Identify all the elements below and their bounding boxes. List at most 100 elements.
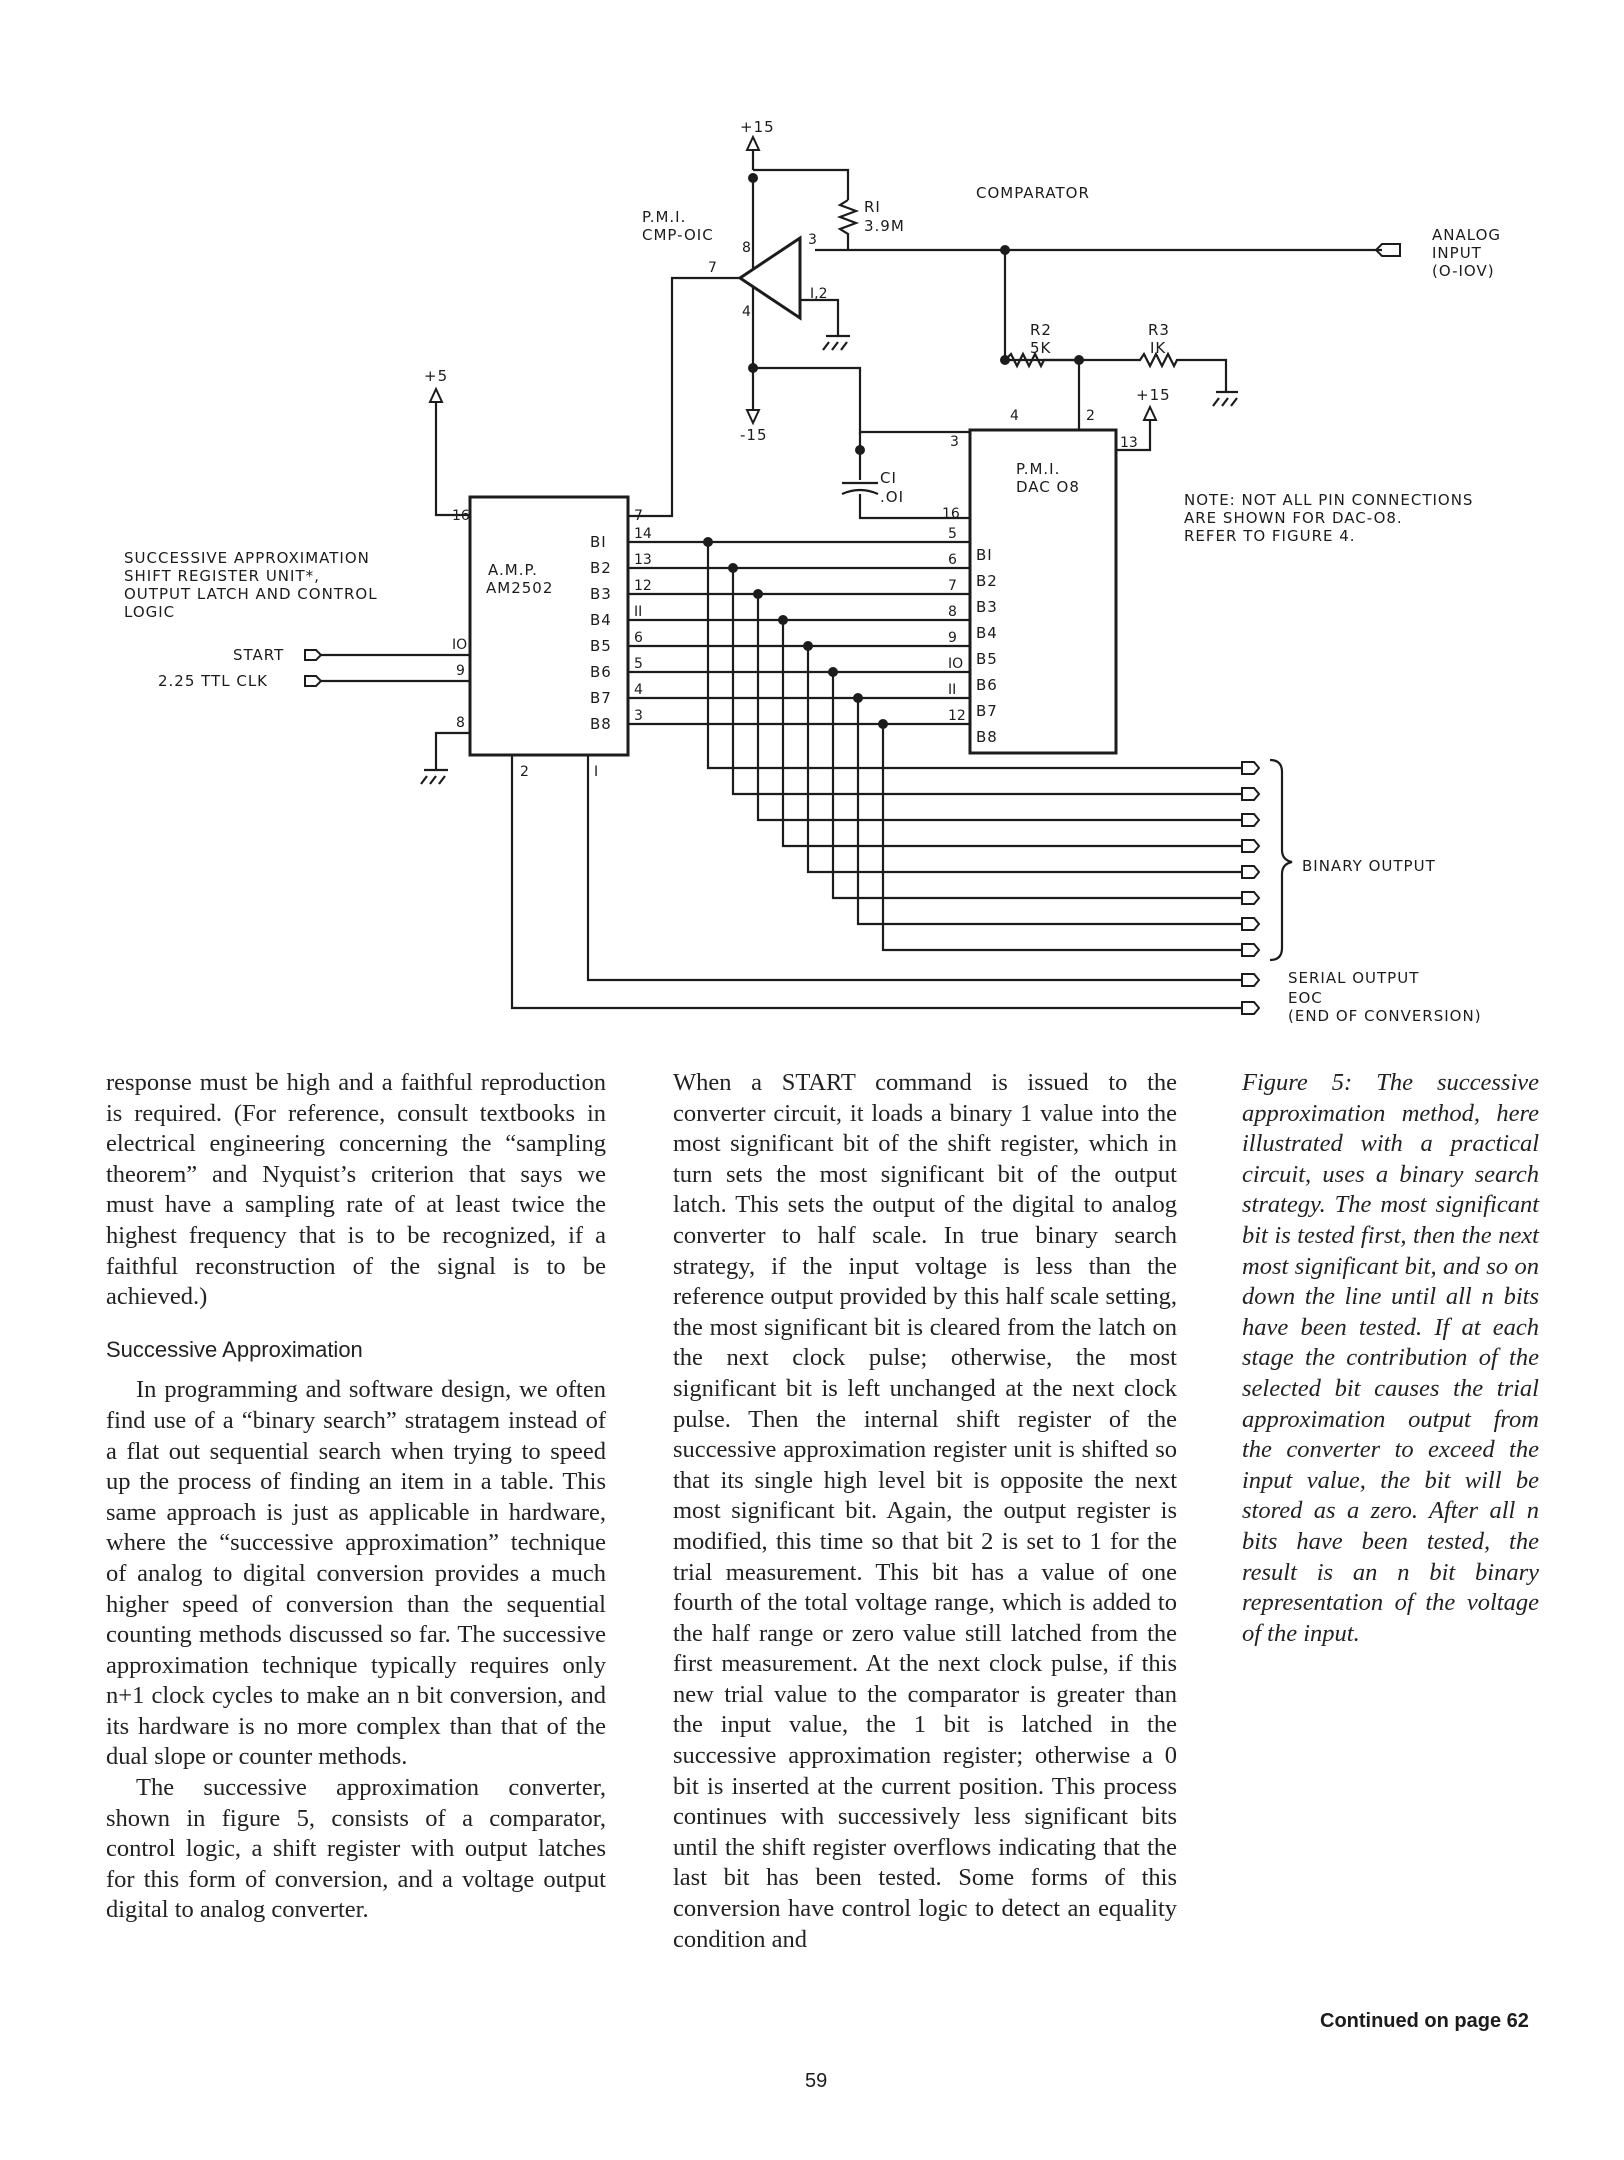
r3-value: IK <box>1150 339 1166 357</box>
dac-bit-pin: IO <box>948 656 963 672</box>
cmp-pin-out: 7 <box>708 260 717 276</box>
serial-output-label: SERIAL OUTPUT <box>1288 969 1419 987</box>
binary-output-connector <box>1241 813 1261 827</box>
supply-pos-label: +15 <box>740 118 775 136</box>
comparator-title: COMPARATOR <box>976 184 1090 202</box>
dac-pin-16: 16 <box>942 506 960 522</box>
supply-5v-label: +5 <box>424 367 448 385</box>
figure-caption: Figure 5: The successive approximation m… <box>1242 1068 1539 1649</box>
sar-bit-pin: II <box>634 604 642 620</box>
cmp-pin-supply: 8 <box>742 240 751 256</box>
note-line-2: ARE SHOWN FOR DAC-O8. <box>1184 509 1403 527</box>
sar-desc-line-4: LOGIC <box>124 603 175 621</box>
cmp-pin-in: 3 <box>808 232 817 248</box>
dac-pin-4: 4 <box>1010 408 1019 424</box>
junction-dot <box>778 615 788 625</box>
binary-output-connector <box>1241 917 1261 931</box>
sar-pin-clk: 9 <box>456 663 465 679</box>
paragraph: response must be high and a faithful rep… <box>106 1069 606 1311</box>
bit-line-branch <box>881 724 1242 952</box>
junction-dot <box>753 589 763 599</box>
sar-bit-pin: 4 <box>634 682 643 698</box>
binary-output-connector <box>1241 943 1261 957</box>
sar-pin-cmp: 7 <box>634 508 643 524</box>
dac-bit-name: B2 <box>976 572 998 590</box>
dac-bit-name: BI <box>976 546 993 564</box>
paragraph: In programming and software design, we o… <box>106 1376 606 1771</box>
dac-bit-pin: 7 <box>948 578 957 594</box>
dac-bit-name: B5 <box>976 650 998 668</box>
analog-input-line1: ANALOG <box>1432 226 1501 244</box>
dac-bit-pin: 6 <box>948 552 957 568</box>
sar-part: AM2502 <box>486 579 553 597</box>
junction-dot <box>803 641 813 651</box>
dac-bit-pin: 12 <box>948 708 966 724</box>
sar-bit-pin: 6 <box>634 630 643 646</box>
sar-desc-line-3: OUTPUT LATCH AND CONTROL <box>124 585 378 603</box>
comparator-brand: P.M.I. <box>642 208 686 226</box>
dac-pin-13: 13 <box>1120 435 1138 451</box>
r2-label: R2 <box>1030 321 1052 339</box>
sar-bit-pin: 3 <box>634 708 643 724</box>
bit-line-branch <box>806 646 1242 874</box>
sar-bit-pin: 12 <box>634 578 652 594</box>
page-number: 59 <box>805 2070 828 2092</box>
text-column-1: response must be high and a faithful rep… <box>106 1068 606 1926</box>
supply-neg-label: -15 <box>740 426 768 444</box>
binary-output-connector <box>1241 839 1261 853</box>
dac-brand: P.M.I. <box>1016 460 1060 478</box>
sar-bit-name: B2 <box>590 559 612 577</box>
paragraph: When a START command is issued to the co… <box>673 1069 1177 1953</box>
junction-dot <box>878 719 888 729</box>
dac-part: DAC O8 <box>1016 478 1080 496</box>
eoc-label: EOC <box>1288 989 1323 1007</box>
sar-bit-name: B4 <box>590 611 612 629</box>
r1-value: 3.9M <box>864 217 905 235</box>
bit-line-branch <box>856 698 1242 926</box>
bit-line-branch <box>731 568 1242 796</box>
start-label: START <box>233 646 284 664</box>
dac-bit-pin: 9 <box>948 630 957 646</box>
eoc-description: (END OF CONVERSION) <box>1288 1007 1482 1025</box>
c1-label: CI <box>880 469 897 487</box>
dac-bit-pin: II <box>948 682 956 698</box>
clock-label: 2.25 TTL CLK <box>158 672 268 690</box>
dac-bit-name: B7 <box>976 702 998 720</box>
dac-pin-2: 2 <box>1086 408 1095 424</box>
dac-bit-pin: 5 <box>948 526 957 542</box>
r2-value: 5K <box>1030 339 1052 357</box>
dac-bit-pin: 8 <box>948 604 957 620</box>
comparator-part: CMP-OIC <box>642 226 714 244</box>
sar-bit-pin: 5 <box>634 656 643 672</box>
sar-pin-eoc: I <box>594 764 598 780</box>
binary-output-connector <box>1241 891 1261 905</box>
sar-bit-name: B5 <box>590 637 612 655</box>
r1-label: RI <box>864 198 881 216</box>
analog-input-line3: (O-IOV) <box>1432 262 1495 280</box>
sar-bit-name: B3 <box>590 585 612 603</box>
junction-dot <box>728 563 738 573</box>
dac-bit-name: B3 <box>976 598 998 616</box>
sar-bit-name: B7 <box>590 689 612 707</box>
junction-dot <box>828 667 838 677</box>
supply-dac-label: +15 <box>1136 386 1171 404</box>
note-line-3: REFER TO FIGURE 4. <box>1184 527 1356 545</box>
note-line-1: NOTE: NOT ALL PIN CONNECTIONS <box>1184 491 1473 509</box>
comparator-symbol <box>737 235 802 321</box>
dac-pin-3: 3 <box>950 434 959 450</box>
sar-pin-gnd: 8 <box>456 715 465 731</box>
sar-desc-line-1: SUCCESSIVE APPROXIMATION <box>124 549 370 567</box>
sar-bit-pin: 14 <box>634 526 652 542</box>
sar-pin-serial: 2 <box>520 764 529 780</box>
junction-dot <box>703 537 713 547</box>
c1-value: .OI <box>880 488 904 506</box>
paragraph: The successive approximation converter, … <box>106 1774 606 1924</box>
sar-pin-start: IO <box>452 637 467 653</box>
binary-output-connector <box>1241 787 1261 801</box>
junction-dot <box>853 693 863 703</box>
dac-chip-dac08 <box>968 428 1118 755</box>
dac-bit-name: B8 <box>976 728 998 746</box>
sar-bit-pin: 13 <box>634 552 652 568</box>
